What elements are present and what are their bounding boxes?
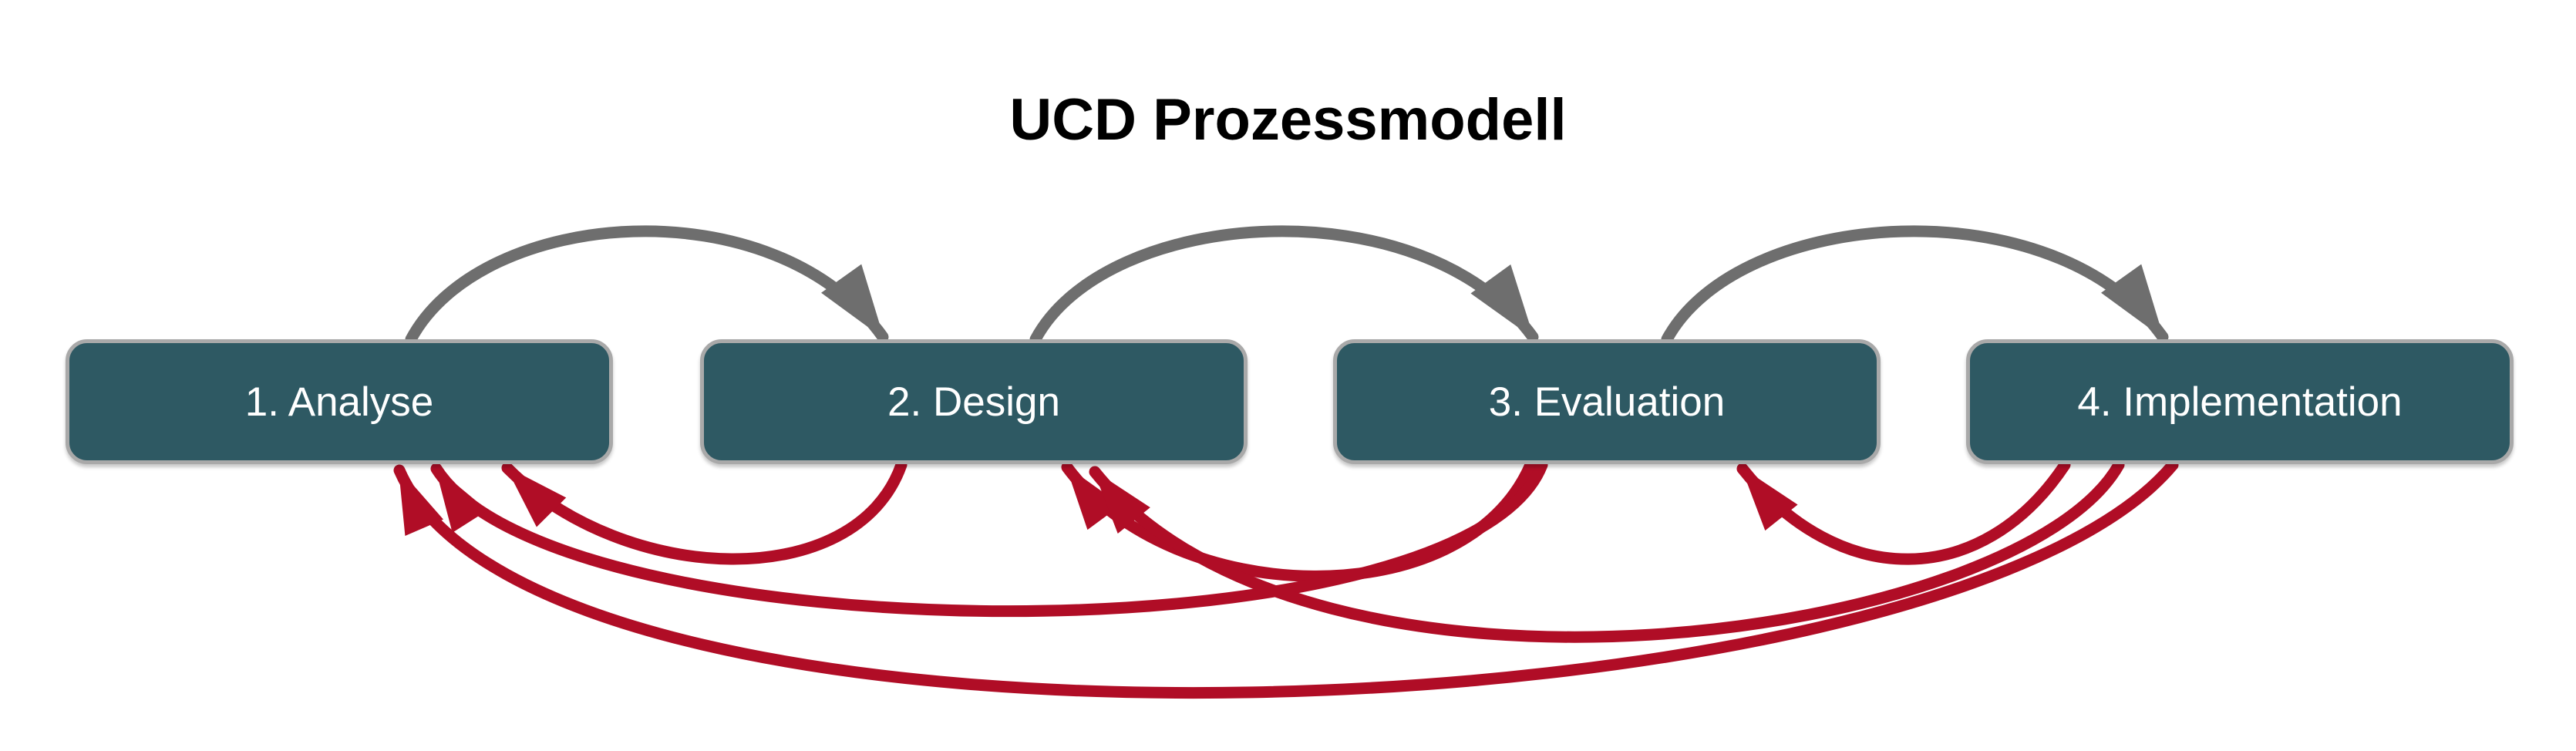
box-evaluation: 3. Evaluation — [1333, 339, 1881, 464]
box-implementation-label: 4. Implementation — [2077, 379, 2403, 425]
arrow-forward-design-to-evaluation — [1029, 225, 1539, 345]
box-implementation: 4. Implementation — [1966, 339, 2514, 464]
arrow-backward-implementation-to-evaluation — [1736, 459, 2071, 565]
box-design: 2. Design — [700, 339, 1248, 464]
arrow-forward-analyse-to-design — [405, 225, 889, 345]
arrow-backward-implementation-to-analyse — [393, 459, 2179, 699]
box-analyse-label: 1. Analyse — [244, 379, 434, 425]
arrow-backward-design-to-analyse — [501, 459, 907, 565]
box-design-label: 2. Design — [887, 379, 1060, 425]
arrow-backward-evaluation-to-analyse — [430, 459, 1548, 618]
arrow-forward-evaluation-to-implementation — [1661, 225, 2169, 345]
arrow-backward-implementation-to-design — [1089, 459, 2125, 643]
diagram-title: UCD Prozessmodell — [1009, 87, 1567, 153]
box-evaluation-label: 3. Evaluation — [1488, 379, 1726, 425]
box-analyse: 1. Analyse — [66, 339, 613, 464]
